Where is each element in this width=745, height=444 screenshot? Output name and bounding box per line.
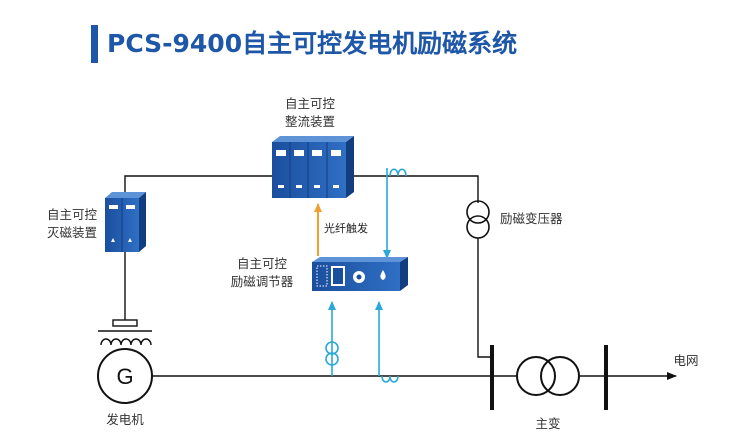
page-title: PCS-9400自主可控发电机励磁系统 [107, 29, 518, 58]
power-lines [124, 175, 677, 380]
grid-label: 电网 [673, 353, 698, 368]
rectifier-cabinet-icon [272, 136, 354, 198]
deexcitation-label-line1: 自主可控 [47, 207, 98, 222]
regulator-device-icon [312, 257, 408, 291]
excitation-transformer-symbol [466, 200, 490, 239]
deexcitation-label-line2: 灭磁装置 [47, 225, 97, 240]
regulator-label-line1: 自主可控 [237, 256, 288, 271]
generator-symbol [97, 348, 153, 404]
main-transformer-symbol [516, 356, 580, 396]
fiber-trigger-label: 光纤触发 [324, 221, 368, 235]
field-winding-symbol [98, 319, 152, 346]
generator-letter: G [116, 364, 133, 389]
rectifier-label-line1: 自主可控 [285, 96, 336, 111]
rectifier-to-transformer-line [354, 175, 479, 203]
deexcitation-cabinet-icon [105, 192, 146, 252]
title-accent-bar [91, 25, 98, 63]
generator-label: 发电机 [106, 412, 144, 427]
deexcitation-to-rectifier-line [124, 175, 272, 192]
excitation-transformer-label: 励磁变压器 [500, 211, 563, 226]
regulator-label-line2: 励磁调节器 [231, 274, 294, 289]
rectifier-label-line2: 整流装置 [285, 114, 335, 129]
transformer-to-bus-line [477, 238, 492, 358]
main-transformer-label: 主变 [535, 416, 560, 431]
measurement-signal-lines [325, 168, 407, 383]
